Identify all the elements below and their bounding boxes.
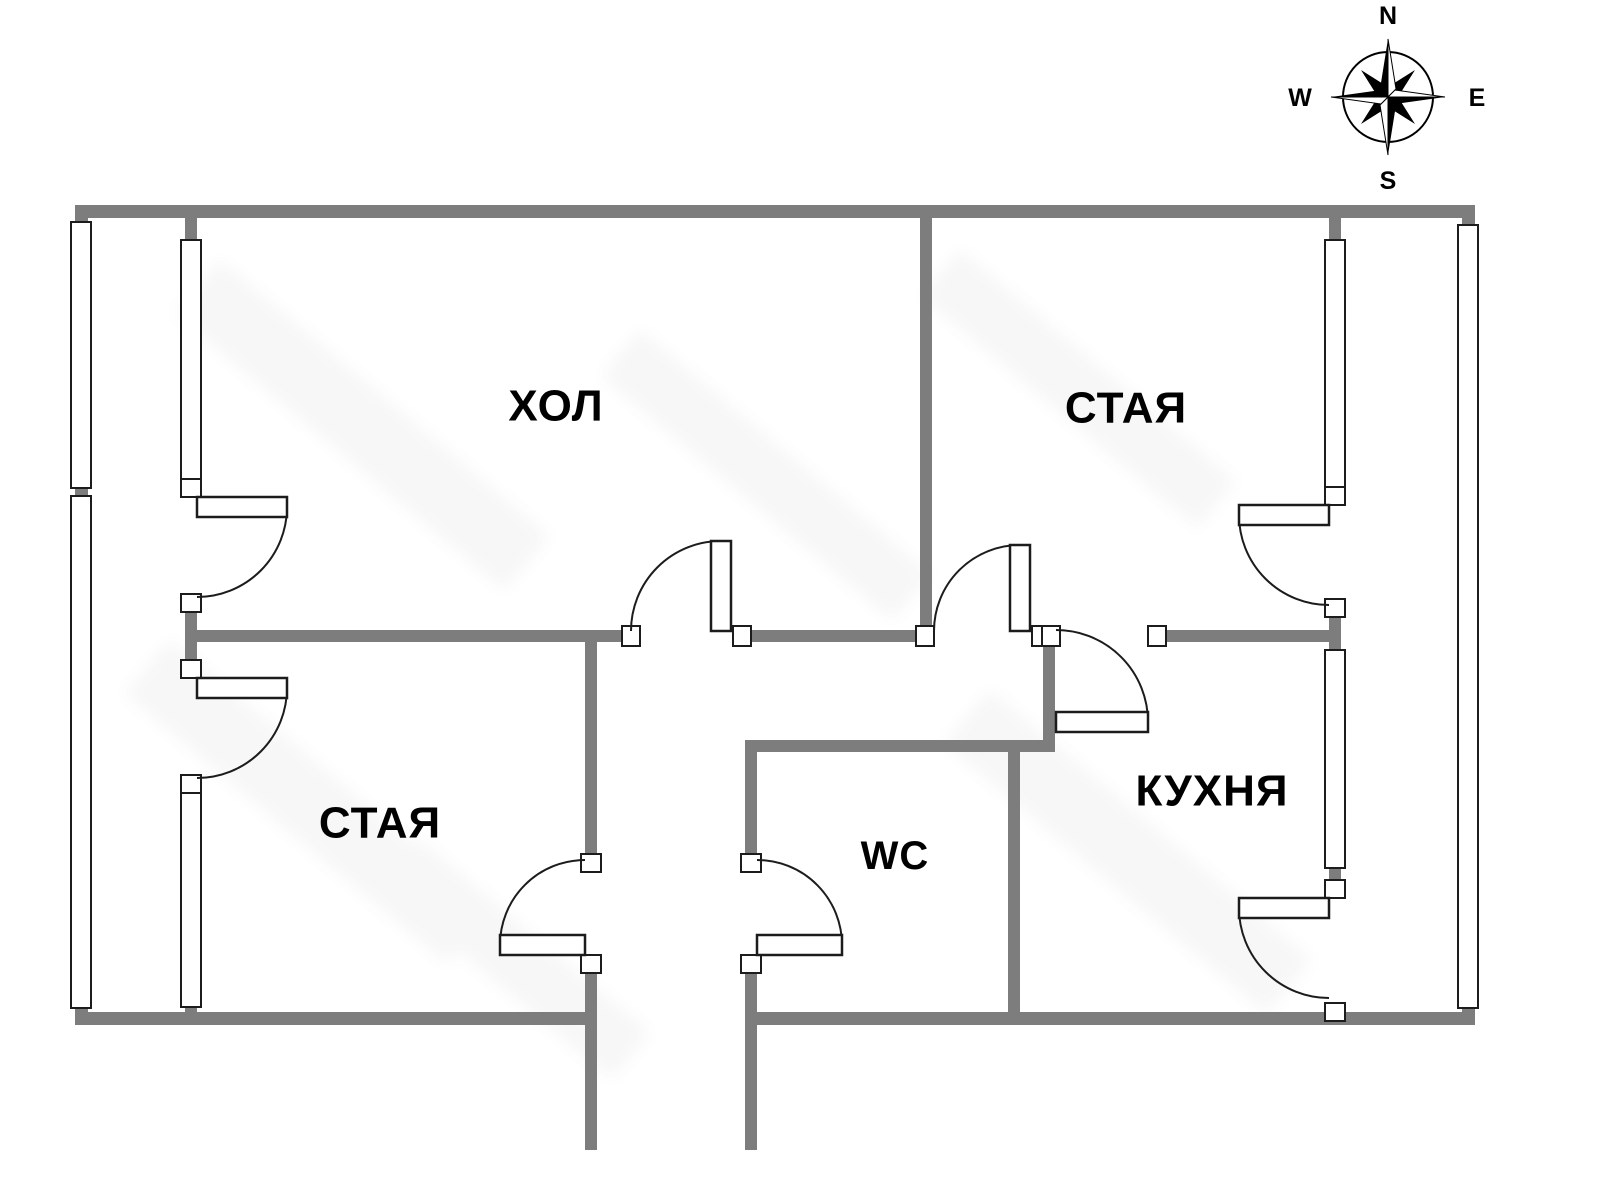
background-texture	[125, 250, 1312, 1079]
window-outer-right	[1457, 224, 1479, 1009]
wall-horizontal-1	[197, 630, 640, 642]
door-swing-arc	[756, 859, 843, 946]
window-kitchen	[1324, 649, 1346, 869]
door-swing-arc	[1238, 907, 1330, 999]
door-jamb	[915, 625, 935, 647]
wall-wc-left-lower	[745, 955, 757, 1150]
room-label-room-ne: СТАЯ	[1065, 384, 1187, 433]
door-leaf	[755, 933, 844, 957]
compass-needle-east	[1386, 89, 1446, 104]
door-swing-arc	[933, 544, 1021, 632]
door-balcony-left-lower	[180, 659, 289, 794]
compass-rose: N S W E	[1288, 2, 1485, 195]
door-leaf	[1237, 896, 1331, 920]
door-jamb	[180, 478, 202, 498]
door-kitchen	[1041, 625, 1167, 734]
wall-horizontal-2	[733, 630, 934, 642]
door-leaf	[195, 676, 289, 700]
door-jamb	[580, 853, 602, 873]
windows	[70, 221, 1479, 1009]
door-leaf	[1237, 503, 1331, 527]
compass-needle-north	[1380, 38, 1397, 99]
door-room-ne	[915, 543, 1051, 647]
wall-wc-top	[745, 740, 1055, 752]
door-leaf	[709, 539, 733, 633]
compass-label-south: S	[1380, 167, 1397, 195]
door-wc	[740, 853, 844, 974]
door-swing-arc	[499, 859, 586, 946]
door-swing-arc	[1055, 629, 1149, 723]
wall-horizontal-4	[1148, 630, 1329, 642]
door-balcony-room-ne	[1237, 486, 1346, 618]
door-swing-arc	[1238, 514, 1330, 606]
wall-wc-left-upper	[745, 752, 757, 872]
wall-kitchen-stub	[1043, 630, 1055, 740]
door-balcony-left-upper	[180, 478, 289, 613]
door-leaf	[195, 495, 289, 519]
window-outer-left-upper	[70, 221, 92, 489]
door-swing-arc	[630, 540, 722, 632]
door-swing-arc	[196, 687, 288, 779]
door-swing-arc	[196, 506, 288, 598]
wall-room-sw-upper	[585, 630, 597, 872]
doors	[180, 478, 1346, 1022]
door-leaf	[498, 933, 587, 957]
window-inner-left-lower	[180, 784, 202, 1008]
door-jamb	[180, 774, 202, 794]
door-jamb	[732, 625, 752, 647]
wall-wc-right	[1008, 752, 1020, 1012]
room-label-kitchen: КУХНЯ	[1135, 767, 1288, 816]
window-inner-right-upper	[1324, 239, 1346, 501]
window-outer-left-lower	[70, 495, 92, 1009]
door-jamb	[1147, 625, 1167, 647]
door-jamb	[1041, 625, 1061, 647]
compass-label-north: N	[1379, 2, 1397, 30]
door-jamb	[180, 659, 202, 679]
compass-needle-south	[1379, 95, 1396, 156]
inner-wall-left-mid	[185, 594, 197, 678]
door-jamb	[1324, 486, 1346, 506]
door-jamb	[740, 954, 762, 974]
compass-label-east: E	[1469, 84, 1486, 112]
room-label-hall: ХОЛ	[508, 382, 603, 431]
room-label-room-sw: СТАЯ	[319, 799, 441, 848]
outer-wall-bottom-right	[757, 1012, 1475, 1025]
door-leaf	[1008, 543, 1032, 633]
door-jamb	[580, 954, 602, 974]
door-jamb	[1324, 879, 1346, 899]
door-jamb	[1324, 1002, 1346, 1022]
outer-wall-bottom-left	[75, 1012, 585, 1025]
door-jamb	[740, 853, 762, 873]
compass-needle-west	[1330, 90, 1390, 105]
compass-label-west: W	[1288, 84, 1312, 112]
door-leaf	[1054, 710, 1150, 734]
door-room-sw	[498, 853, 602, 974]
window-inner-left-upper	[180, 239, 202, 491]
wall-hall-room-ne	[920, 218, 932, 630]
door-hall	[621, 539, 752, 647]
wall-room-sw-lower	[585, 955, 597, 1150]
door-balcony-kitchen	[1237, 879, 1346, 1022]
outer-wall-top	[75, 205, 1475, 218]
door-jamb	[180, 593, 202, 613]
room-labels: ХОЛ СТАЯ СТАЯ WC КУХНЯ	[319, 382, 1288, 879]
room-label-wc: WC	[861, 834, 930, 878]
door-jamb	[1324, 598, 1346, 618]
